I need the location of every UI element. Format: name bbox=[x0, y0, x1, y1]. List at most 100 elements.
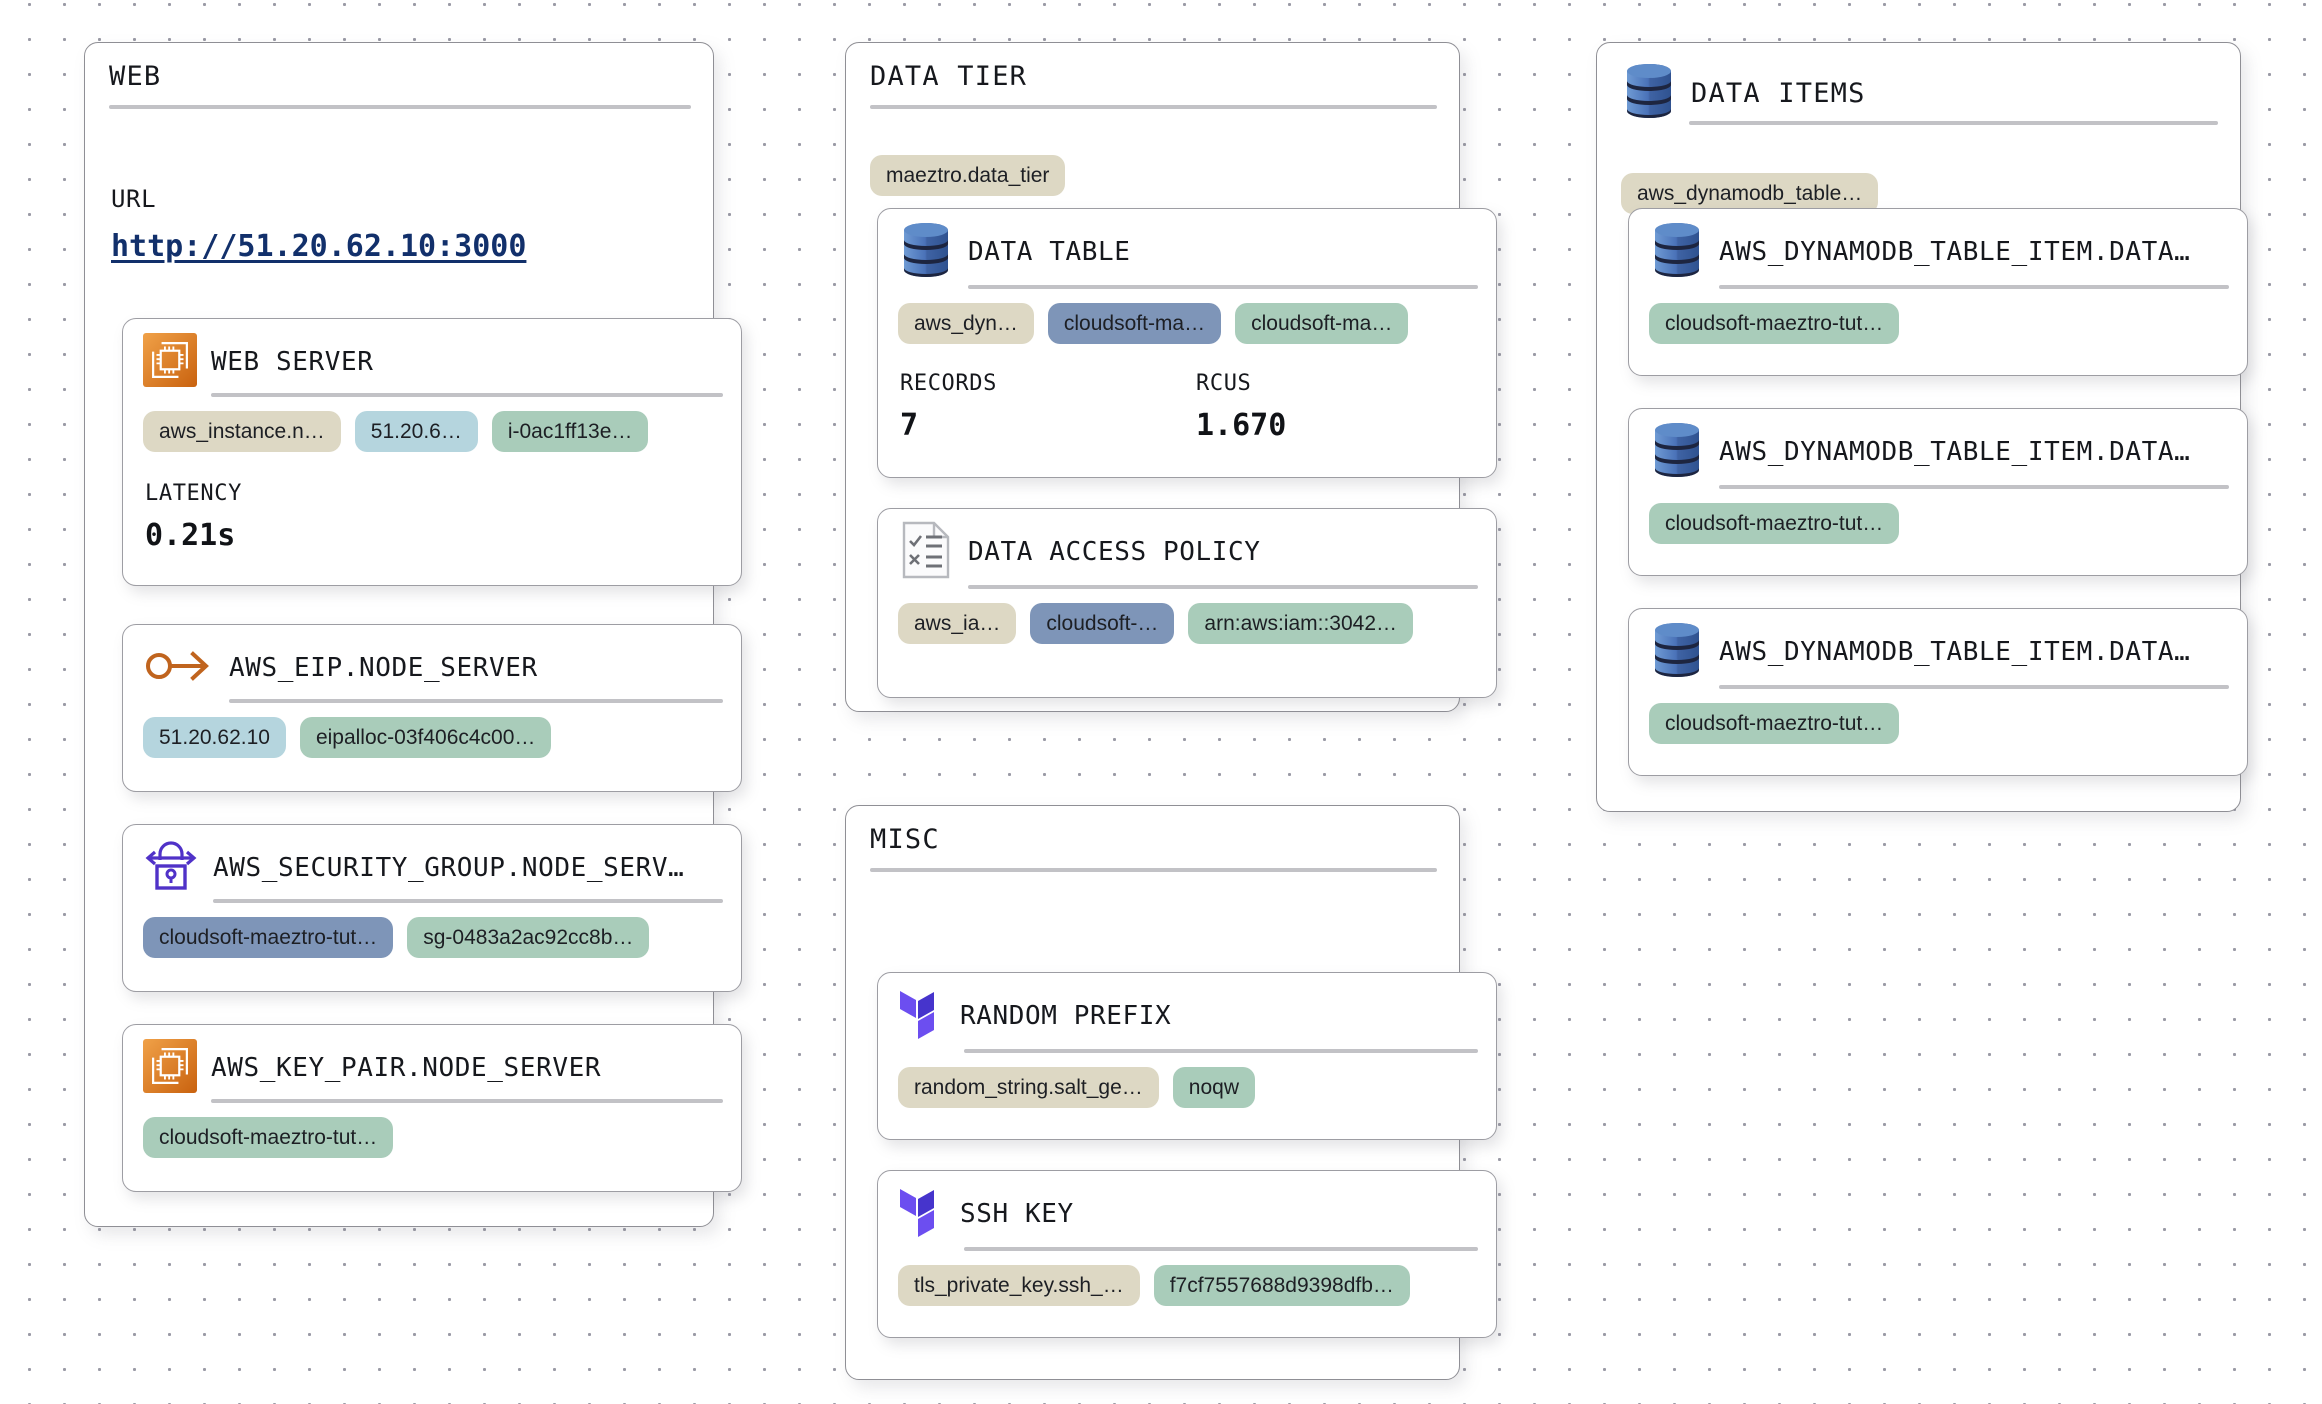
card-data-access-policy-header: DATA ACCESS POLICY bbox=[898, 521, 1480, 581]
card-ssh-key[interactable]: SSH KEY tls_private_key.ssh_… f7cf755768… bbox=[877, 1170, 1497, 1338]
card-aws-eip-node-server[interactable]: AWS_EIP.NODE_SERVER 51.20.62.10 eipalloc… bbox=[122, 624, 742, 792]
terraform-icon bbox=[898, 1183, 946, 1245]
card-data-item-3-header: AWS_DYNAMODB_TABLE_ITEM.DATA… bbox=[1649, 623, 2231, 681]
pill-data-item-1-key[interactable]: cloudsoft-maeztro-tut… bbox=[1649, 303, 1900, 345]
group-data-tier-header: DATA TIER bbox=[870, 61, 1439, 92]
group-data-items-header: DATA ITEMS bbox=[1621, 61, 2220, 125]
card-key-pair-title: AWS_KEY_PAIR.NODE_SERVER bbox=[211, 1053, 602, 1083]
pill-policy-name[interactable]: cloudsoft-… bbox=[1030, 603, 1175, 645]
card-aws-eip-pills: 51.20.62.10 eipalloc-03f406c4c00… bbox=[143, 717, 552, 759]
card-random-prefix[interactable]: RANDOM PREFIX random_string.salt_ge… noq… bbox=[877, 972, 1497, 1140]
card-data-item-1-divider bbox=[1719, 285, 2229, 289]
iam-policy-icon bbox=[898, 519, 954, 585]
metric-latency: LATENCY 0.21s bbox=[145, 481, 242, 553]
security-lock-icon bbox=[143, 838, 199, 898]
group-misc-title: MISC bbox=[870, 824, 940, 855]
card-web-server-title: WEB SERVER bbox=[211, 347, 374, 377]
card-aws-eip-header: AWS_EIP.NODE_SERVER bbox=[143, 639, 725, 697]
card-data-access-policy[interactable]: DATA ACCESS POLICY aws_ia… cloudsoft-… a… bbox=[877, 508, 1497, 698]
card-data-item-2-divider bbox=[1719, 485, 2229, 489]
group-misc-header: MISC bbox=[870, 824, 1439, 855]
card-data-item-1-pills: cloudsoft-maeztro-tut… bbox=[1649, 303, 1900, 345]
dynamodb-icon bbox=[1649, 620, 1705, 684]
pill-sg-name[interactable]: cloudsoft-maeztro-tut… bbox=[143, 917, 394, 959]
metric-records-value: 7 bbox=[900, 408, 919, 443]
card-data-access-policy-pills: aws_ia… cloudsoft-… arn:aws:iam::3042… bbox=[898, 603, 1414, 645]
pill-policy-arn[interactable]: arn:aws:iam::3042… bbox=[1188, 603, 1414, 645]
metric-rcus-label: RCUS bbox=[1196, 371, 1252, 396]
card-data-item-1[interactable]: AWS_DYNAMODB_TABLE_ITEM.DATA… cloudsoft-… bbox=[1628, 208, 2248, 376]
pill-eip-allocation-id[interactable]: eipalloc-03f406c4c00… bbox=[299, 717, 552, 759]
card-key-pair-pills: cloudsoft-maeztro-tut… bbox=[143, 1117, 394, 1159]
pill-ssh-resource[interactable]: tls_private_key.ssh_… bbox=[898, 1265, 1140, 1307]
card-aws-eip-title: AWS_EIP.NODE_SERVER bbox=[229, 653, 538, 683]
group-data-items-divider bbox=[1689, 121, 2218, 125]
card-data-item-2-pills: cloudsoft-maeztro-tut… bbox=[1649, 503, 1900, 545]
card-data-access-policy-divider bbox=[968, 585, 1478, 589]
pill-key-pair-name[interactable]: cloudsoft-maeztro-tut… bbox=[143, 1117, 394, 1159]
card-web-server[interactable]: WEB SERVER aws_instance.n… 51.20.6… i-0a… bbox=[122, 318, 742, 586]
card-data-item-2-title: AWS_DYNAMODB_TABLE_ITEM.DATA… bbox=[1719, 437, 2191, 467]
card-random-prefix-divider bbox=[964, 1049, 1478, 1053]
card-aws-key-pair-node-server[interactable]: AWS_KEY_PAIR.NODE_SERVER cloudsoft-maezt… bbox=[122, 1024, 742, 1192]
pill-instance-id[interactable]: i-0ac1ff13e… bbox=[491, 411, 649, 453]
dynamodb-icon bbox=[1621, 61, 1677, 125]
card-ssh-key-pills: tls_private_key.ssh_… f7cf7557688d9398df… bbox=[898, 1265, 1410, 1307]
web-url-label: URL bbox=[111, 185, 157, 213]
card-security-group-header: AWS_SECURITY_GROUP.NODE_SERV… bbox=[143, 839, 725, 897]
pill-sg-id[interactable]: sg-0483a2ac92cc8b… bbox=[407, 917, 650, 959]
pill-ip-address[interactable]: 51.20.6… bbox=[354, 411, 478, 453]
card-data-item-3-divider bbox=[1719, 685, 2229, 689]
card-web-server-header: WEB SERVER bbox=[143, 333, 725, 391]
pill-data-tier-module[interactable]: maeztro.data_tier bbox=[870, 155, 1066, 197]
card-web-server-pills: aws_instance.n… 51.20.6… i-0ac1ff13e… bbox=[143, 411, 649, 453]
metric-rcus: RCUS 1.670 bbox=[1196, 371, 1286, 443]
card-data-table-header: DATA TABLE bbox=[898, 223, 1480, 281]
card-data-table-pills: aws_dyn… cloudsoft-ma… cloudsoft-ma… bbox=[898, 303, 1409, 345]
card-data-item-1-header: AWS_DYNAMODB_TABLE_ITEM.DATA… bbox=[1649, 223, 2231, 281]
pill-table-name[interactable]: cloudsoft-ma… bbox=[1047, 303, 1222, 345]
card-security-group-title: AWS_SECURITY_GROUP.NODE_SERV… bbox=[213, 853, 685, 883]
pill-random-resource[interactable]: random_string.salt_ge… bbox=[898, 1067, 1159, 1109]
pill-random-value[interactable]: noqw bbox=[1172, 1067, 1255, 1109]
pill-eip-address[interactable]: 51.20.62.10 bbox=[143, 717, 286, 759]
metric-rcus-value: 1.670 bbox=[1196, 408, 1287, 443]
card-security-group-pills: cloudsoft-maeztro-tut… sg-0483a2ac92cc8b… bbox=[143, 917, 650, 959]
dynamodb-icon bbox=[1649, 420, 1705, 484]
card-data-item-3-pills: cloudsoft-maeztro-tut… bbox=[1649, 703, 1900, 745]
card-data-table[interactable]: DATA TABLE aws_dyn… cloudsoft-ma… clouds… bbox=[877, 208, 1497, 478]
card-aws-eip-divider bbox=[229, 699, 723, 703]
group-web-header: WEB bbox=[109, 61, 693, 92]
card-data-item-3-title: AWS_DYNAMODB_TABLE_ITEM.DATA… bbox=[1719, 637, 2191, 667]
ec2-icon bbox=[143, 1039, 197, 1097]
pill-data-item-3-key[interactable]: cloudsoft-maeztro-tut… bbox=[1649, 703, 1900, 745]
card-key-pair-header: AWS_KEY_PAIR.NODE_SERVER bbox=[143, 1039, 725, 1097]
pill-resource-id[interactable]: aws_instance.n… bbox=[143, 411, 341, 453]
card-data-item-3[interactable]: AWS_DYNAMODB_TABLE_ITEM.DATA… cloudsoft-… bbox=[1628, 608, 2248, 776]
metric-latency-value: 0.21s bbox=[145, 518, 236, 553]
pill-policy-resource[interactable]: aws_ia… bbox=[898, 603, 1017, 645]
metric-records-label: RECORDS bbox=[900, 371, 997, 396]
group-data-tier-divider bbox=[870, 105, 1437, 109]
metric-latency-label: LATENCY bbox=[145, 481, 242, 506]
card-ssh-key-title: SSH KEY bbox=[960, 1199, 1074, 1229]
card-aws-security-group-node-server[interactable]: AWS_SECURITY_GROUP.NODE_SERV… cloudsoft-… bbox=[122, 824, 742, 992]
card-data-table-title: DATA TABLE bbox=[968, 237, 1131, 267]
card-security-group-divider bbox=[213, 899, 723, 903]
dynamodb-icon bbox=[1649, 220, 1705, 284]
card-data-access-policy-title: DATA ACCESS POLICY bbox=[968, 537, 1261, 567]
pill-table-arn[interactable]: cloudsoft-ma… bbox=[1235, 303, 1409, 345]
card-data-item-2[interactable]: AWS_DYNAMODB_TABLE_ITEM.DATA… cloudsoft-… bbox=[1628, 408, 2248, 576]
pill-data-item-2-key[interactable]: cloudsoft-maeztro-tut… bbox=[1649, 503, 1900, 545]
pill-data-items-resource[interactable]: aws_dynamodb_table… bbox=[1621, 173, 1879, 215]
pill-table-resource[interactable]: aws_dyn… bbox=[898, 303, 1034, 345]
group-web-divider bbox=[109, 105, 691, 109]
web-url-link[interactable]: http://51.20.62.10:3000 bbox=[111, 229, 527, 264]
pill-ssh-fingerprint[interactable]: f7cf7557688d9398dfb… bbox=[1153, 1265, 1410, 1307]
group-data-tier-title: DATA TIER bbox=[870, 61, 1028, 92]
card-random-prefix-header: RANDOM PREFIX bbox=[898, 987, 1480, 1045]
group-web-title: WEB bbox=[109, 61, 162, 92]
card-key-pair-divider bbox=[211, 1099, 723, 1103]
group-data-items-pills: aws_dynamodb_table… bbox=[1621, 173, 1879, 215]
